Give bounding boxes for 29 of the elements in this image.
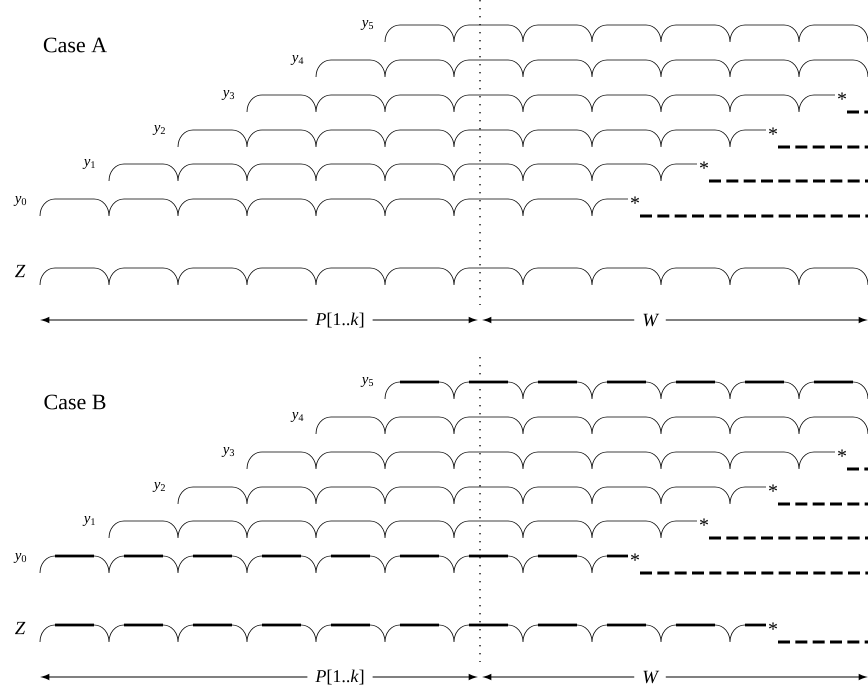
row-label: Z bbox=[15, 264, 26, 278]
asterisk: * bbox=[838, 92, 846, 100]
row-label: y$_{4}$ bbox=[290, 412, 304, 422]
row-label: Z bbox=[15, 622, 26, 634]
dimension-label: W bbox=[634, 666, 666, 688]
asterisk: * bbox=[769, 622, 778, 630]
asterisk: * bbox=[700, 161, 708, 169]
asterisk: * bbox=[631, 196, 640, 204]
row-label: y$_{3}$ bbox=[222, 90, 234, 100]
asterisk: * bbox=[769, 484, 778, 492]
asterisk: * bbox=[838, 449, 846, 457]
row-label: y$_{2}$ bbox=[152, 125, 165, 135]
row-label: y$_{0}$ bbox=[14, 553, 26, 563]
row-label: y$_{1}$ bbox=[82, 516, 95, 526]
dimension-label: W bbox=[634, 309, 666, 331]
row-label: y$_{0}$ bbox=[14, 196, 26, 206]
case-heading: Case A bbox=[44, 38, 107, 52]
row-label: y$_{2}$ bbox=[152, 482, 165, 492]
asterisk: * bbox=[769, 127, 778, 135]
asterisk: * bbox=[700, 518, 708, 526]
row-label: y$_{3}$ bbox=[222, 447, 234, 457]
dimension-label: P[1..k] bbox=[307, 308, 373, 332]
row-label: y$_{1}$ bbox=[82, 159, 95, 169]
asterisk: * bbox=[631, 553, 640, 561]
row-label: y$_{5}$ bbox=[360, 377, 374, 387]
row-label: y$_{4}$ bbox=[290, 55, 304, 65]
case-heading: Case B bbox=[44, 394, 106, 410]
dimension-label: P[1..k] bbox=[307, 665, 373, 689]
row-label: y$_{5}$ bbox=[360, 20, 374, 30]
